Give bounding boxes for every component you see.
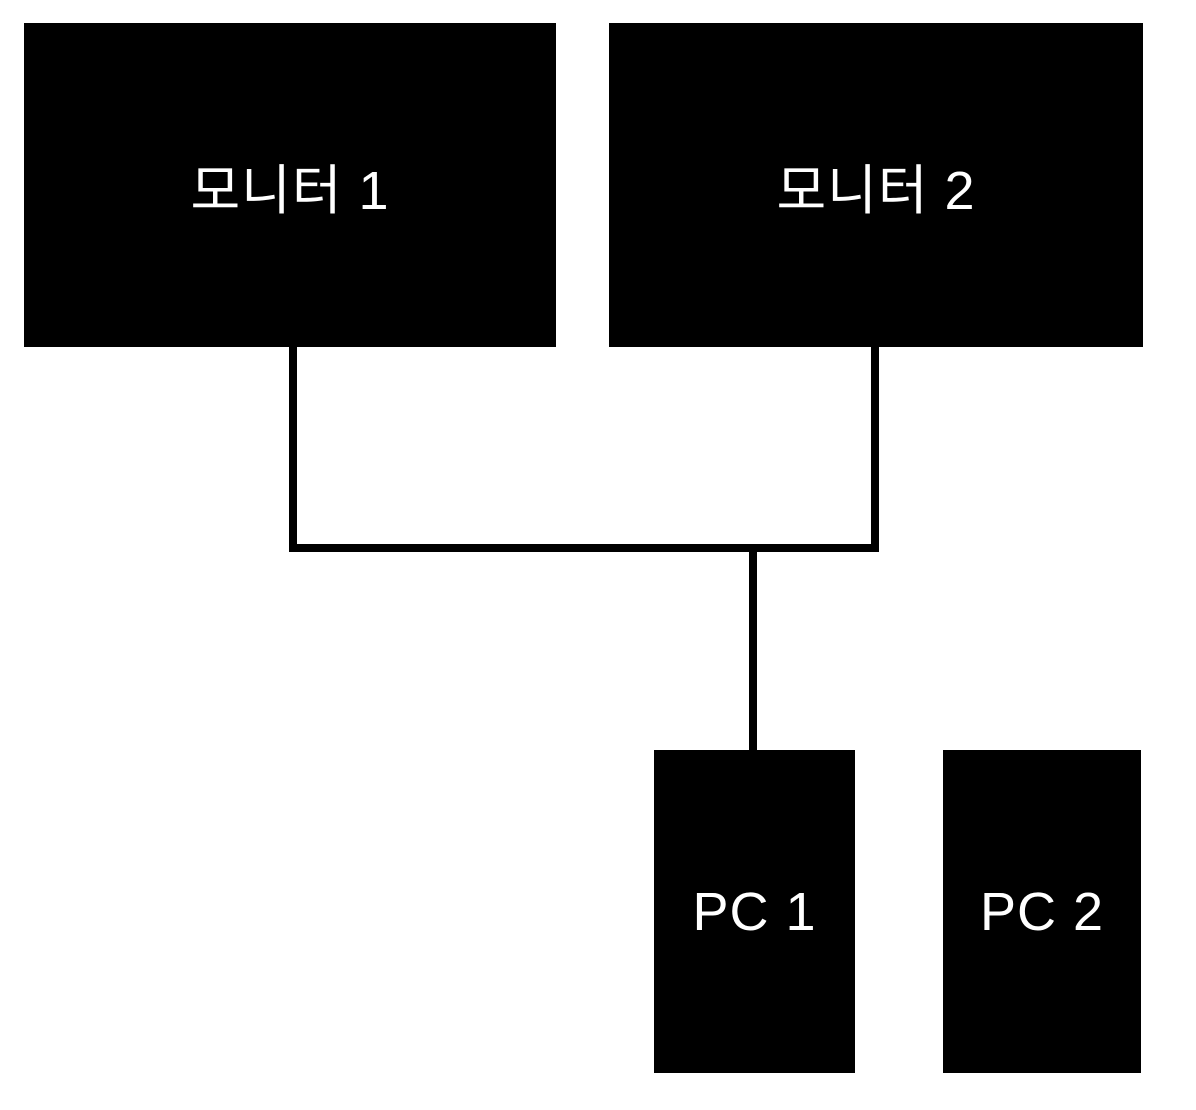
node-pc-2-label: PC 2 [979,881,1105,942]
node-pc-1: PC 1 [654,750,855,1073]
edge-monitor1-to-bus [289,347,297,552]
edge-monitor2-to-bus [871,347,879,552]
node-pc-1-label: PC 1 [692,881,817,942]
node-monitor-2-label: 모니터 2 [776,160,976,221]
node-monitor-1: 모니터 1 [24,23,556,347]
node-monitor-2: 모니터 2 [609,23,1143,347]
edge-bus-to-pc1 [749,548,757,750]
node-pc-2: PC 2 [943,750,1141,1073]
edge-horizontal-bus [289,544,879,552]
node-monitor-1-label: 모니터 1 [190,160,390,221]
